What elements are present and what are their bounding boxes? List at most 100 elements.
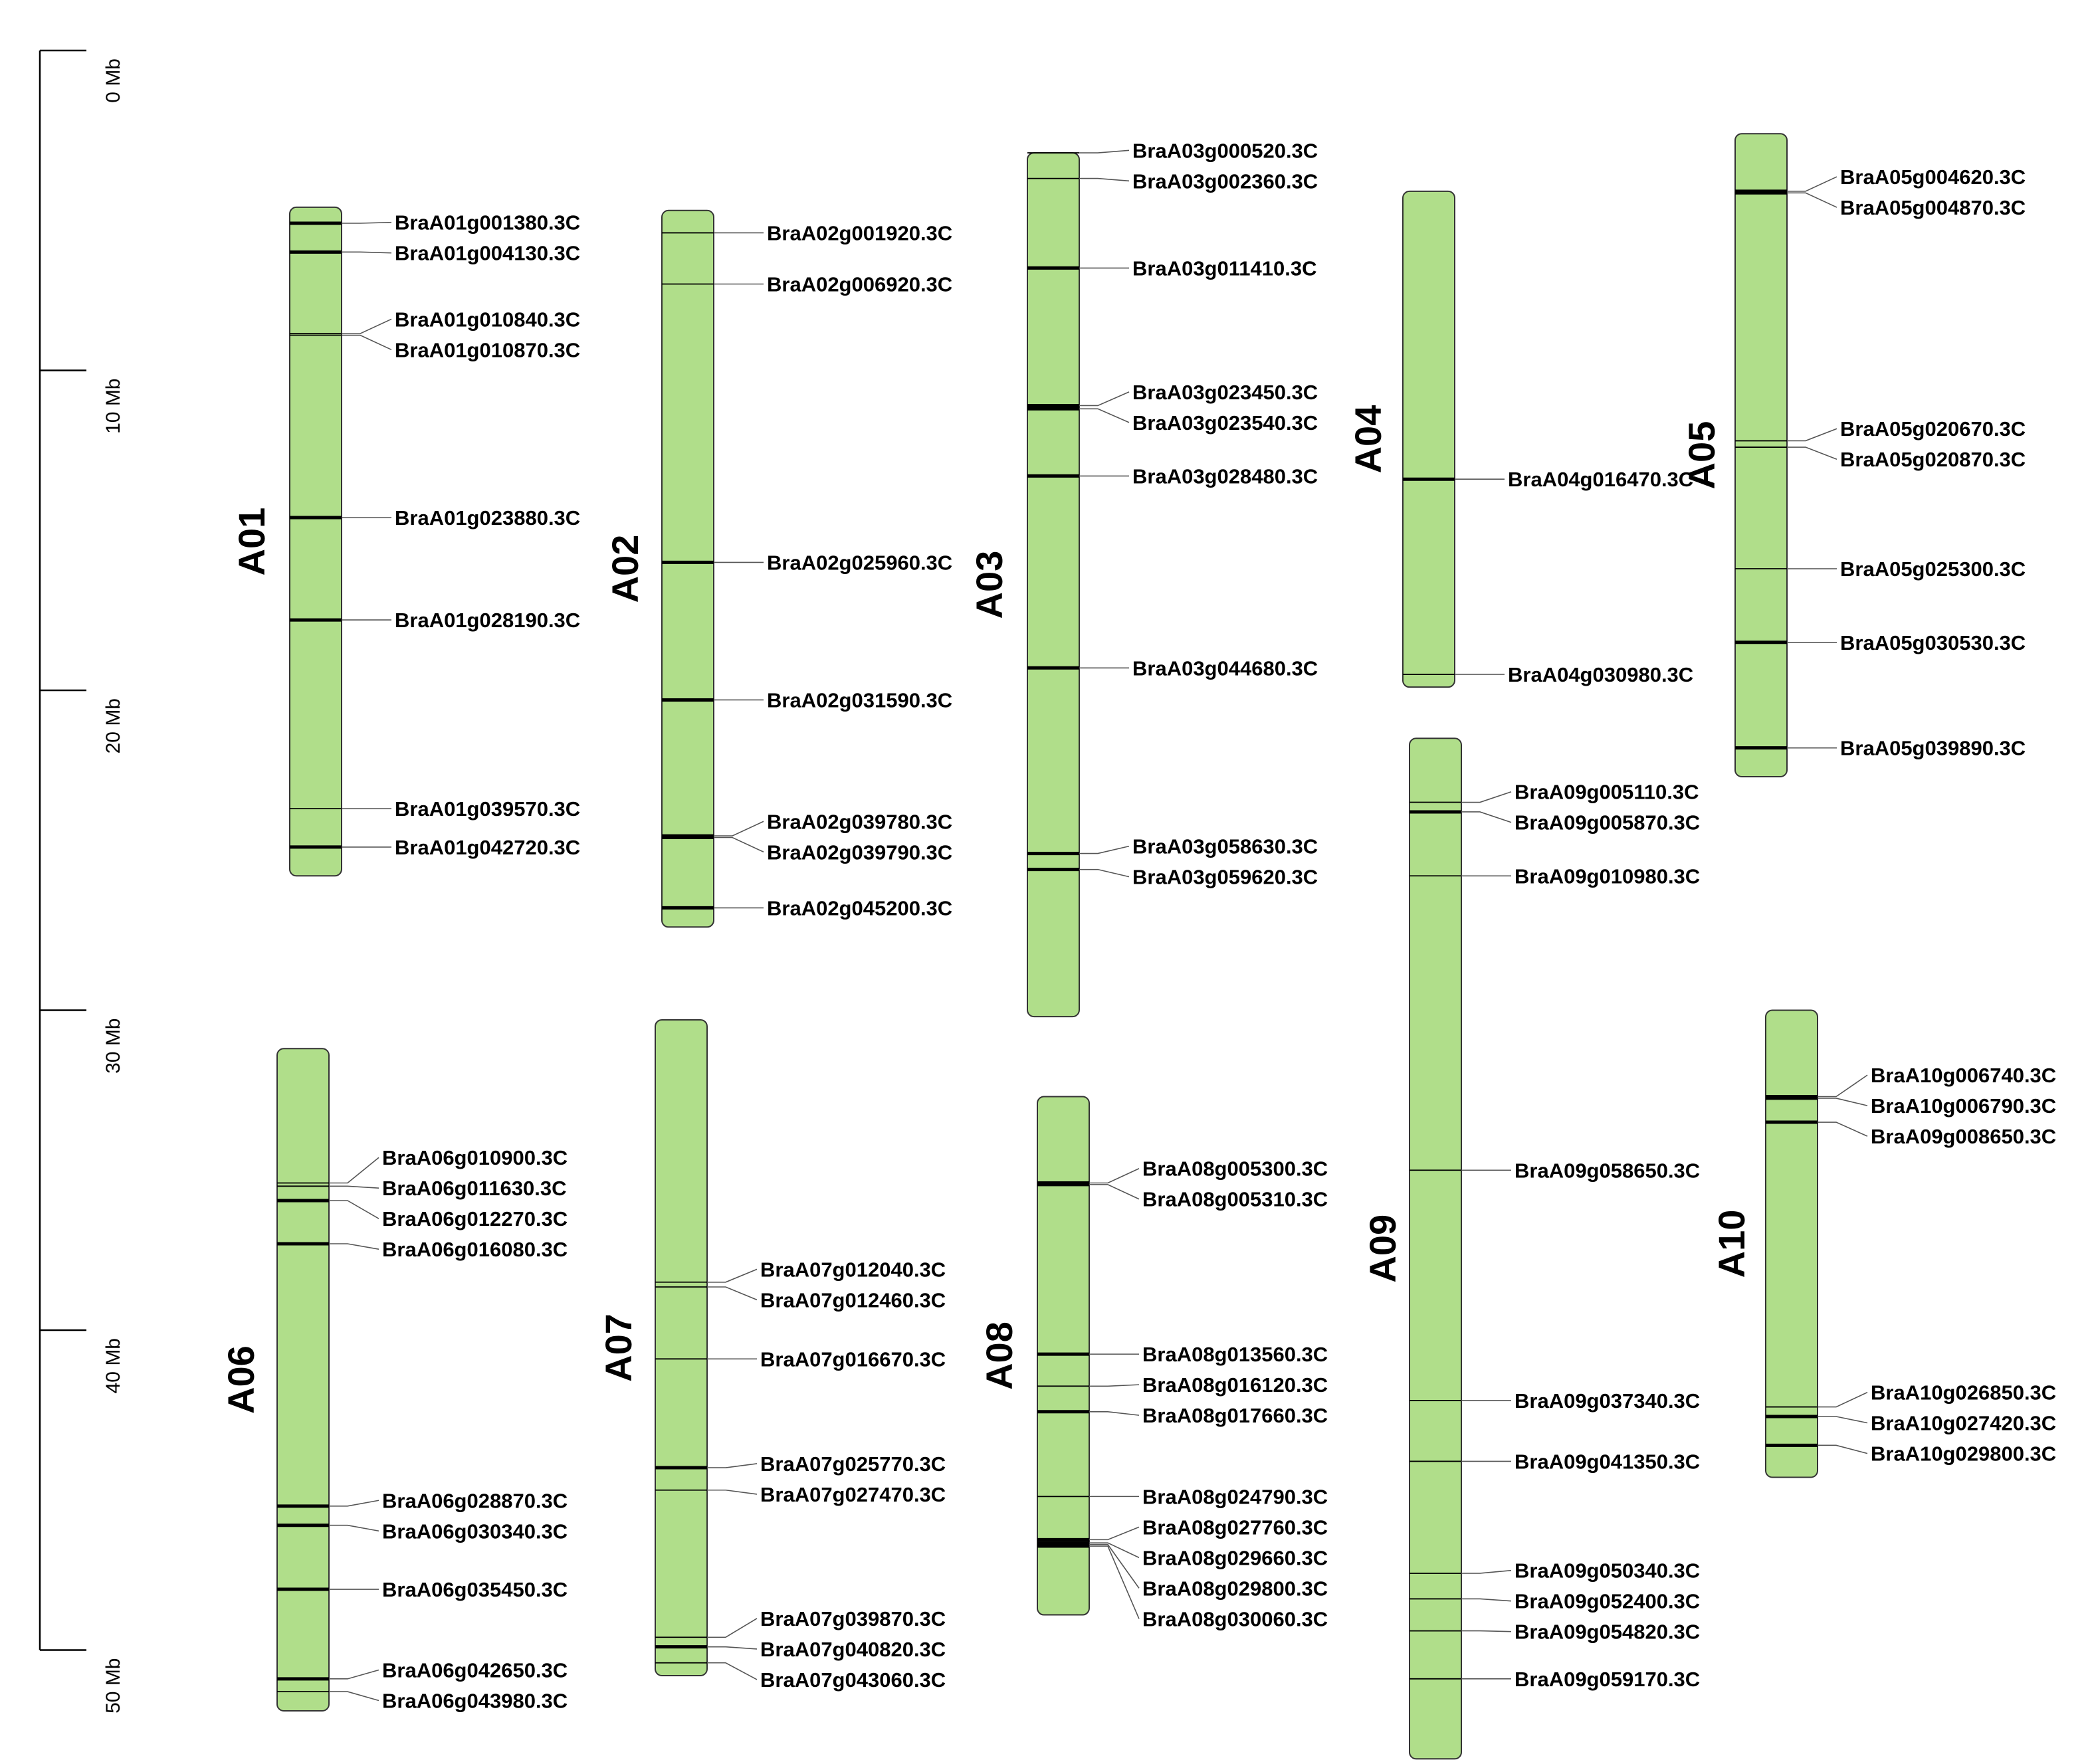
gene-label: BraA02g031590.3C	[767, 688, 952, 712]
gene-label: BraA05g030530.3C	[1840, 631, 2026, 654]
chromosome-body	[1734, 133, 1788, 778]
gene-label: BraA08g029660.3C	[1142, 1546, 1328, 1569]
gene-label: BraA08g027760.3C	[1142, 1516, 1328, 1539]
gene-label: BraA05g020670.3C	[1840, 417, 2026, 441]
gene-leader-line	[1818, 1416, 1868, 1424]
chromosomes: A01BraA01g001380.3CBraA01g004130.3CBraA0…	[220, 133, 2056, 1760]
chromosome-label: A07	[597, 1314, 639, 1382]
gene-leader-line	[1818, 1444, 1868, 1454]
gene-leader-line	[329, 1500, 379, 1507]
gene-leader-line	[1818, 1391, 1868, 1408]
gene-label: BraA10g027420.3C	[1871, 1412, 2056, 1435]
chromosome-label: A05	[1681, 421, 1723, 490]
gene-leader-line	[714, 836, 764, 853]
gene-label: BraA07g016670.3C	[760, 1347, 946, 1371]
gene-leader-line	[1461, 1569, 1512, 1574]
gene-label: BraA05g039890.3C	[1840, 737, 2026, 760]
gene-label: BraA03g023450.3C	[1132, 381, 1318, 404]
chromosome-body	[1402, 190, 1455, 688]
gene-leader-line	[329, 1200, 379, 1219]
gene-leader-line	[1089, 1545, 1140, 1619]
chromosome-a08: A08BraA08g005300.3CBraA08g005310.3CBraA0…	[978, 1096, 1328, 1630]
gene-leader-line	[1461, 1598, 1512, 1602]
gene-leader-line	[1818, 1074, 1868, 1098]
gene-leader-line	[707, 1463, 758, 1468]
gene-leader-line	[1089, 1526, 1140, 1541]
chromosome-a01: A01BraA01g001380.3CBraA01g004130.3CBraA0…	[231, 206, 580, 877]
gene-label: BraA06g016080.3C	[382, 1238, 568, 1261]
gene-leader-line	[707, 1489, 758, 1495]
chromosome-body	[276, 1048, 330, 1712]
gene-label: BraA01g023880.3C	[395, 506, 580, 530]
gene-label: BraA05g004870.3C	[1840, 196, 2026, 219]
gene-leader-line	[1079, 391, 1130, 407]
gene-label: BraA09g005870.3C	[1515, 811, 1700, 834]
gene-label: BraA06g042650.3C	[382, 1658, 568, 1682]
chromosome-a03: A03BraA03g000520.3CBraA03g002360.3CBraA0…	[968, 139, 1318, 1018]
gene-label: BraA03g000520.3C	[1132, 139, 1318, 162]
gene-label: BraA09g008650.3C	[1871, 1125, 2056, 1148]
chromosome-a09: A09BraA09g005110.3CBraA09g005870.3CBraA0…	[1362, 737, 1700, 1760]
gene-label: BraA02g039790.3C	[767, 840, 952, 864]
chromosome-a10: A10BraA10g006740.3CBraA10g006790.3CBraA0…	[1711, 1009, 2056, 1478]
gene-label: BraA10g006790.3C	[1871, 1094, 2056, 1118]
gene-leader-line	[707, 1268, 758, 1283]
gene-label: BraA07g040820.3C	[760, 1638, 946, 1661]
gene-label: BraA06g028870.3C	[382, 1489, 568, 1512]
gene-label: BraA09g058650.3C	[1515, 1159, 1700, 1182]
gene-leader-line	[1089, 1543, 1140, 1589]
gene-label: BraA09g059170.3C	[1515, 1668, 1700, 1691]
gene-label: BraA02g001920.3C	[767, 221, 952, 245]
gene-leader-line	[1079, 868, 1130, 878]
gene-label: BraA03g044680.3C	[1132, 656, 1318, 680]
gene-leader-line	[329, 1185, 379, 1189]
gene-label: BraA07g039870.3C	[760, 1607, 946, 1630]
chromosome-body	[289, 206, 342, 877]
gene-leader-line	[1089, 1384, 1140, 1387]
gene-leader-line	[1079, 177, 1130, 182]
gene-leader-line	[329, 1524, 379, 1532]
gene-label: BraA03g059620.3C	[1132, 866, 1318, 889]
gene-leader-line	[329, 1243, 379, 1250]
gene-label: BraA08g030060.3C	[1142, 1607, 1328, 1630]
scale-tick-label: 40 Mb	[102, 1338, 124, 1393]
gene-label: BraA08g005300.3C	[1142, 1157, 1328, 1181]
chromosome-label: A03	[968, 551, 1010, 619]
scale-tick-label: 0 Mb	[102, 58, 124, 103]
gene-label: BraA09g041350.3C	[1515, 1450, 1700, 1473]
chromosome-label: A02	[604, 535, 646, 603]
gene-label: BraA08g024790.3C	[1142, 1485, 1328, 1508]
gene-leader-line	[714, 821, 764, 836]
gene-label: BraA02g025960.3C	[767, 551, 952, 574]
gene-label: BraA09g050340.3C	[1515, 1559, 1700, 1583]
chromosome-label: A06	[220, 1345, 262, 1414]
scale-tick-label: 30 Mb	[102, 1019, 124, 1074]
gene-label: BraA06g011630.3C	[382, 1177, 566, 1200]
scale-tick-label: 10 Mb	[102, 379, 124, 434]
scale-tick-label: 20 Mb	[102, 698, 124, 753]
gene-label: BraA06g012270.3C	[382, 1207, 568, 1230]
gene-leader-line	[342, 318, 392, 334]
chromosome-a05: A05BraA05g004620.3CBraA05g004870.3CBraA0…	[1681, 133, 2026, 778]
gene-leader-line	[1787, 428, 1837, 442]
gene-label: BraA07g025770.3C	[760, 1452, 946, 1476]
gene-label: BraA06g035450.3C	[382, 1578, 568, 1601]
gene-leader-line	[707, 1646, 758, 1650]
chromosome-a06: A06 BraA06g010900.3C BraA06g011630.3C BraA0…	[220, 1048, 568, 1712]
gene-label: BraA03g058630.3C	[1132, 835, 1318, 858]
gene-leader-line	[1818, 1098, 1868, 1106]
chromosome-body	[655, 1019, 708, 1677]
gene-label: BraA02g045200.3C	[767, 896, 952, 920]
gene-leader-line	[329, 1691, 379, 1702]
gene-label: BraA09g052400.3C	[1515, 1590, 1700, 1613]
gene-label: BraA09g010980.3C	[1515, 864, 1700, 888]
chromosome-body	[1765, 1009, 1818, 1478]
gene-leader-line	[1079, 408, 1130, 423]
gene-label: BraA09g005110.3C	[1515, 781, 1699, 804]
chromosome-label: A10	[1711, 1210, 1752, 1278]
chromosome-label: A04	[1347, 405, 1389, 474]
gene-label: BraA06g010900.3C	[382, 1146, 568, 1169]
